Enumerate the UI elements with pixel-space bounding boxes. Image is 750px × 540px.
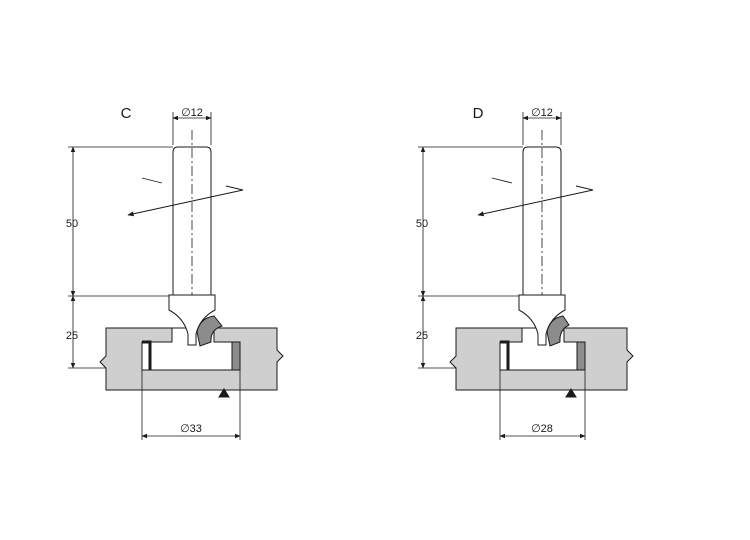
dim-shank-diameter-c: ∅12 — [181, 107, 203, 119]
cutter-section-right — [576, 341, 586, 371]
cutter-neck — [168, 294, 216, 346]
slot-left-liner — [500, 340, 510, 370]
cutter-arc-section — [196, 315, 223, 347]
dim-shank-length-d: 50 — [416, 218, 428, 230]
dim-cutter-diameter-d: ∅28 — [531, 423, 553, 435]
view-label-d: D — [473, 105, 484, 122]
dim-cut-depth-c: 25 — [66, 330, 78, 342]
view-c — [68, 112, 284, 440]
cutter-arc-section — [546, 315, 570, 347]
dim-shank-diameter-d: ∅12 — [531, 107, 553, 119]
reference-triangle-c — [218, 388, 230, 398]
slot-left-liner — [142, 340, 152, 370]
cutter-section-right — [231, 341, 241, 371]
view-d — [418, 112, 634, 440]
dim-shank-length-c: 50 — [66, 218, 78, 230]
dim-cut-depth-d: 25 — [416, 330, 428, 342]
cutter-neck — [518, 294, 566, 346]
view-label-c: C — [121, 105, 132, 122]
reference-triangle-d — [565, 388, 577, 398]
dim-cutter-diameter-c: ∅33 — [180, 423, 202, 435]
